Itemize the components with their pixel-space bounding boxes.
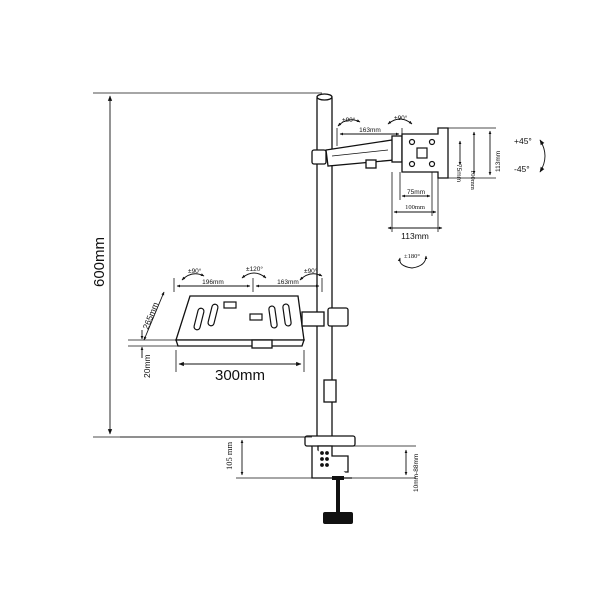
height-label: 600mm (91, 237, 108, 287)
laptop-tray (175, 295, 349, 349)
vesa-75-vertical: 75mm (455, 164, 462, 182)
tilt-down-label: -45° (514, 164, 530, 174)
tray-edge-label: 20mm (142, 354, 152, 378)
desk-clamp (304, 435, 356, 524)
tray-depth-label: 265mm (141, 301, 161, 331)
rotation-indicator: ±180° (397, 253, 428, 269)
height-dimension: 600mm (91, 92, 322, 438)
vesa-75-horizontal: 75mm (407, 189, 425, 196)
clamp-screw (336, 478, 340, 512)
vesa-plate (401, 127, 449, 179)
tray-swivel-mid-label: ±120° (246, 265, 263, 273)
desk-thickness-label: 105 mm (224, 442, 234, 470)
vesa-vertical-dimensions: 75mm 100mm 113mm (448, 127, 502, 190)
vesa-100-vertical: 100mm (469, 170, 476, 190)
arm-dimensions: 163mm ±90° ±90° (336, 114, 413, 146)
tray-width-label: 300mm (215, 367, 265, 384)
tilt-indicator: +45° -45° (514, 136, 546, 174)
rotate-label: ±180° (404, 253, 420, 260)
head-swivel-label: ±90° (394, 114, 408, 122)
vesa-113-vertical: 113mm (495, 151, 502, 172)
clamp-range-label: 10mm-88mm (413, 454, 420, 492)
tray-swivel-left-label: ±90° (188, 267, 202, 275)
monitor-arm (311, 135, 403, 169)
vesa-horizontal-dimensions: 75mm 100mm 113mm (387, 172, 443, 241)
tray-arm-right-label: 163mm (277, 279, 299, 286)
pole (316, 93, 337, 441)
tray-arm-left-label: 196mm (202, 279, 224, 286)
arm-swivel-label: ±90° (342, 116, 356, 124)
vesa-100-horizontal: 100mm (405, 204, 425, 211)
tilt-up-label: +45° (514, 136, 532, 146)
clamp-knob (323, 512, 353, 524)
desk-dimension: 105 mm 10mm-88mm (120, 436, 420, 492)
vesa-113-horizontal: 113mm (401, 231, 429, 241)
arm-length-label: 163mm (359, 127, 381, 134)
tray-swivel-right-label: ±90° (304, 267, 318, 275)
